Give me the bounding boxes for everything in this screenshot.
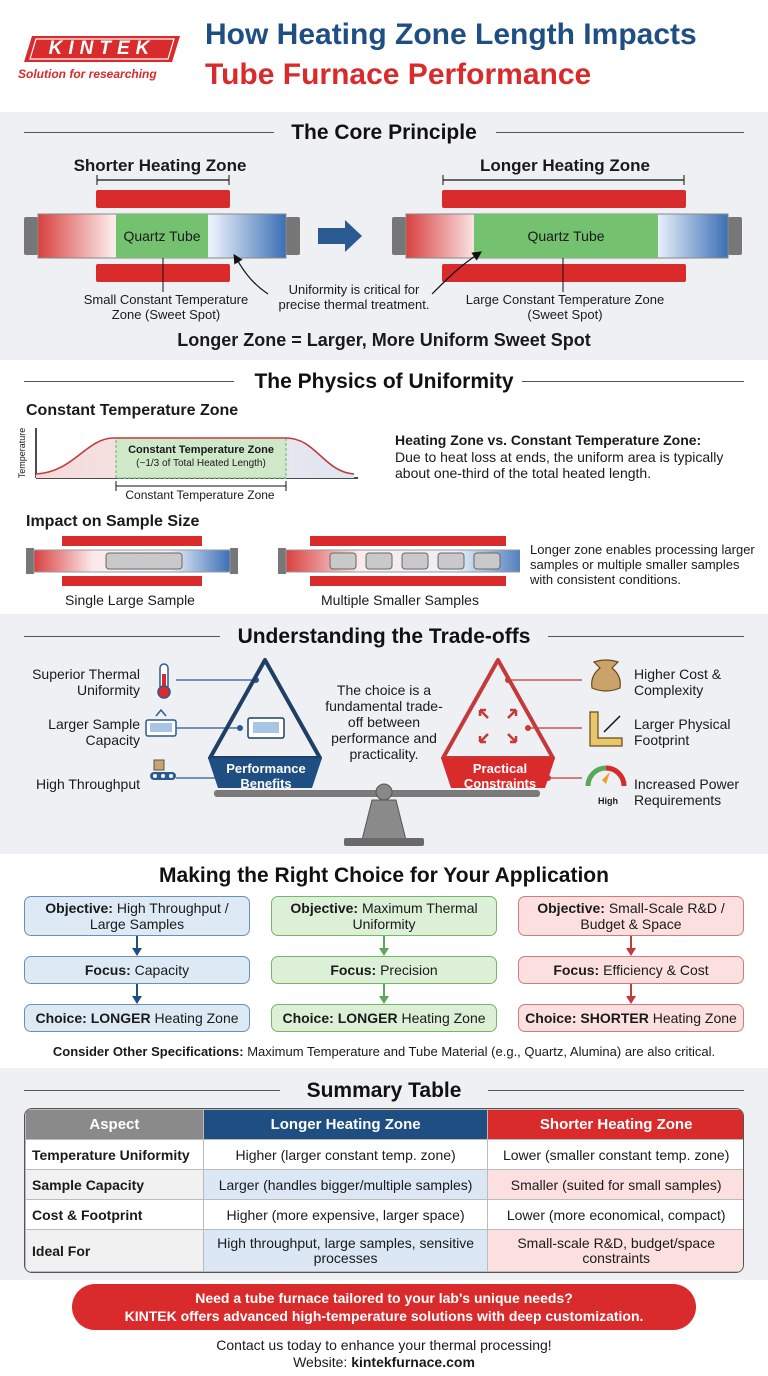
choice-title: Making the Right Choice for Your Applica… <box>159 864 609 887</box>
sample-note: Longer zone enables processing larger sa… <box>530 542 755 587</box>
header-aspect: Aspect <box>25 1109 204 1140</box>
cta-banner[interactable]: Need a tube furnace tailored to your lab… <box>72 1284 696 1330</box>
objective-box-3: Objective: Small-Scale R&D / Budget & Sp… <box>518 896 744 936</box>
focus-box-3: Focus: Efficiency & Cost <box>518 956 744 984</box>
temperature-profile-chart <box>35 428 358 491</box>
core-diagram <box>24 175 742 295</box>
choice-arrows <box>132 936 636 1004</box>
other-specs-note: Consider Other Specifications: Maximum T… <box>52 1044 716 1059</box>
table-row: Ideal For High throughput, large samples… <box>25 1229 743 1272</box>
constraint-3: Increased Power Requirements <box>634 776 740 808</box>
ctz-heading: Constant Temperature Zone <box>26 402 239 419</box>
thermometer-icon <box>157 663 171 699</box>
brand-tagline: Solution for researching <box>18 67 157 81</box>
tradeoffs-title: Understanding the Trade-offs <box>237 625 531 648</box>
tradeoff-note: The choice is a fundamental trade-off be… <box>325 682 443 762</box>
physics-section: The Physics of Uniformity Constant Tempe… <box>0 360 768 614</box>
kintek-logo: KINTEK <box>22 34 182 64</box>
header-longer: Longer Heating Zone <box>202 1109 489 1140</box>
tube-label-long: Quartz Tube <box>527 228 605 244</box>
multiple-sample-label: Multiple Smaller Samples <box>321 592 479 608</box>
zone-box-title: Constant Temperature Zone <box>128 444 274 456</box>
zone-axis-label: Constant Temperature Zone <box>125 488 275 502</box>
summary-table-wrap: Aspect Longer Heating Zone Shorter Heati… <box>24 1108 744 1273</box>
constraint-1: Higher Cost & Complexity <box>634 666 722 698</box>
short-zone-label: Shorter Heating Zone <box>73 156 247 175</box>
focus-box-1: Focus: Capacity <box>24 956 250 984</box>
objective-box-2: Objective: Maximum Thermal Uniformity <box>271 896 497 936</box>
y-axis-label: Temperature <box>17 427 27 479</box>
balance-scale <box>145 658 627 846</box>
summary-title: Summary Table <box>306 1079 462 1102</box>
constraints-label: Practical Constraints <box>463 761 537 791</box>
choice-box-1: Choice: LONGER Heating Zone <box>24 1004 250 1032</box>
tube-label-short: Quartz Tube <box>123 228 201 244</box>
explain-body: Due to heat loss at ends, the uniform ar… <box>395 449 724 481</box>
contact-text: Contact us today to enhance your thermal… <box>216 1337 552 1353</box>
tradeoffs-section: Understanding the Trade-offs <box>0 614 768 854</box>
choice-box-2: Choice: LONGER Heating Zone <box>271 1004 497 1032</box>
sample-size-diagram <box>26 536 520 586</box>
summary-section: Summary Table Aspect Longer Heating Zone… <box>0 1068 768 1280</box>
focus-box-2: Focus: Precision <box>271 956 497 984</box>
page-title-line1: How Heating Zone Length Impacts <box>205 18 697 51</box>
sample-heading: Impact on Sample Size <box>26 513 200 530</box>
cta-line2: KINTEK offers advanced high-temperature … <box>124 1308 644 1324</box>
table-row: Sample Capacity Larger (handles bigger/m… <box>25 1169 743 1200</box>
long-zone-caption: Large Constant Temperature Zone (Sweet S… <box>465 292 665 322</box>
choice-section: Making the Right Choice for Your Applica… <box>0 854 768 1068</box>
explain-title: Heating Zone vs. Constant Temperature Zo… <box>395 432 702 448</box>
single-sample-label: Single Large Sample <box>65 592 195 608</box>
benefit-2: Larger Sample Capacity <box>48 716 140 748</box>
header-shorter: Shorter Heating Zone <box>487 1109 743 1140</box>
uniformity-note: Uniformity is critical for precise therm… <box>278 282 430 312</box>
constraint-2: Larger Physical Footprint <box>634 716 731 748</box>
short-zone-caption: Small Constant Temperature Zone (Sweet S… <box>83 292 249 322</box>
physics-title: The Physics of Uniformity <box>254 370 514 393</box>
page-title-line2: Tube Furnace Performance <box>205 58 592 91</box>
header: KINTEK Solution for researching How Heat… <box>0 0 768 112</box>
table-row: Cost & Footprint Higher (more expensive,… <box>25 1199 743 1230</box>
benefit-1: Superior Thermal Uniformity <box>32 666 140 698</box>
summary-table: Aspect Longer Heating Zone Shorter Heati… <box>25 1109 743 1272</box>
gauge-label: High <box>598 796 618 806</box>
core-conclusion: Longer Zone = Larger, More Uniform Sweet… <box>177 330 591 350</box>
cta-line1: Need a tube furnace tailored to your lab… <box>195 1290 573 1306</box>
brand-name: KINTEK <box>48 38 156 59</box>
benefit-3: High Throughput <box>35 776 140 792</box>
zone-box-sub: (~1/3 of Total Heated Length) <box>136 458 266 469</box>
benefits-label: Performance Benefits <box>226 761 306 791</box>
core-title: The Core Principle <box>291 121 477 144</box>
core-principle-section: The Core Principle Shorter Heating Zone … <box>0 112 768 360</box>
website-line: Website: kintekfurnace.com <box>293 1354 475 1370</box>
choice-box-3: Choice: SHORTER Heating Zone <box>518 1004 744 1032</box>
website-link[interactable]: kintekfurnace.com <box>351 1354 475 1370</box>
long-zone-label: Longer Heating Zone <box>480 156 650 175</box>
table-row: Temperature Uniformity Higher (larger co… <box>25 1139 743 1170</box>
footer: Need a tube furnace tailored to your lab… <box>0 1280 768 1376</box>
objective-box-1: Objective: High Throughput / Large Sampl… <box>24 896 250 936</box>
